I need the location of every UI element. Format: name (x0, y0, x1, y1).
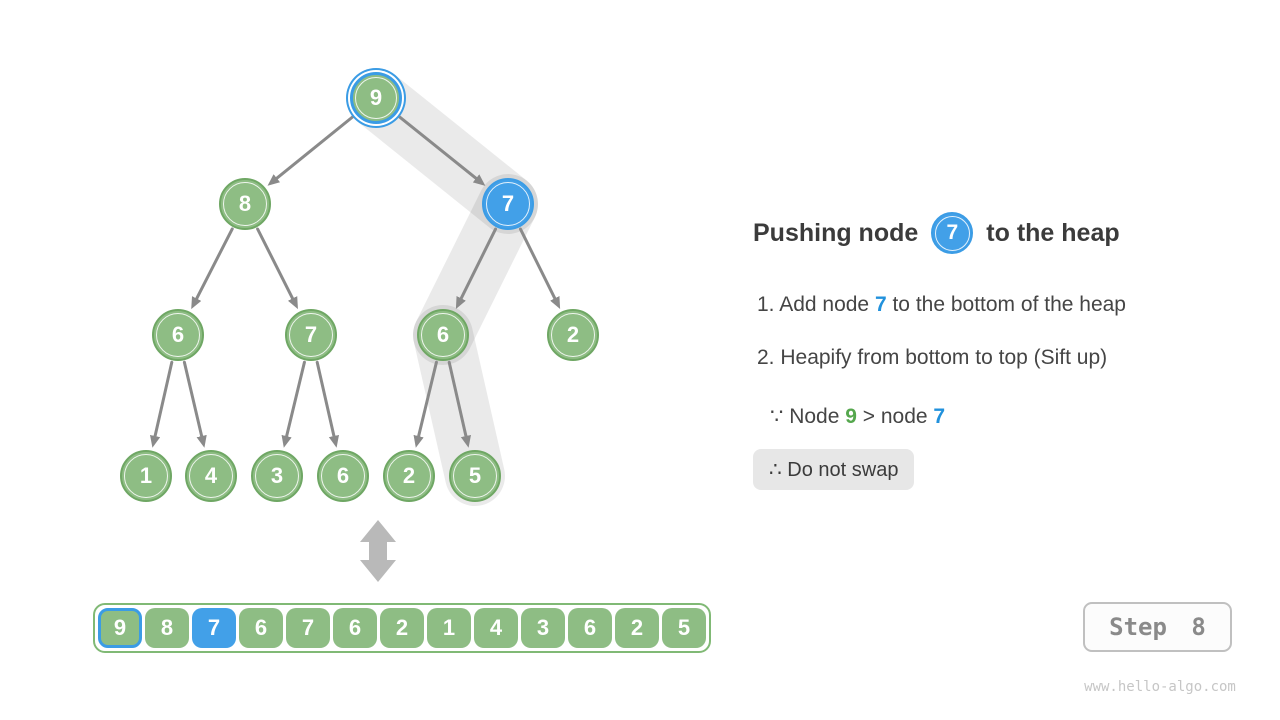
tree-edges (150, 114, 561, 448)
array-cell-8: 4 (474, 608, 518, 648)
array-cell-1: 8 (145, 608, 189, 648)
title-suffix: to the heap (986, 218, 1120, 247)
instruction-1: 1. Add node 7 to the bottom of the heap (757, 293, 1126, 316)
instruction-2: 2. Heapify from bottom to top (Sift up) (757, 346, 1108, 369)
title-prefix: Pushing node (753, 218, 919, 247)
up-down-arrow-icon (360, 520, 396, 582)
tree-node-9: 9 (350, 72, 402, 124)
tree-node-3: 3 (251, 450, 303, 502)
tree-node-5: 5 (449, 450, 501, 502)
figure-title: Pushing node 7 to the heap (753, 212, 1120, 254)
array-cell-7: 1 (427, 608, 471, 648)
tree-node-7: 7 (285, 309, 337, 361)
tree-node-8: 8 (219, 178, 271, 230)
array-cell-9: 3 (521, 608, 565, 648)
tree-node-2: 2 (547, 309, 599, 361)
array-cell-0: 9 (98, 608, 142, 648)
tree-node-4: 4 (185, 450, 237, 502)
tree-node-7: 7 (482, 178, 534, 230)
array-cell-3: 6 (239, 608, 283, 648)
node-9-ref: 9 (845, 405, 857, 428)
tree-node-2: 2 (383, 450, 435, 502)
node-7-ref: 7 (874, 293, 887, 316)
site-watermark: www.hello-algo.com (1084, 679, 1236, 695)
node-7-ref: 7 (933, 405, 946, 428)
array-cell-12: 5 (662, 608, 706, 648)
array-cell-11: 2 (615, 608, 659, 648)
step-counter-button[interactable]: Step 8 (1083, 602, 1232, 652)
tree-node-6: 6 (152, 309, 204, 361)
array-cell-6: 2 (380, 608, 424, 648)
sift-up-path-highlight (346, 68, 538, 506)
array-cell-10: 6 (568, 608, 612, 648)
tree-node-1: 1 (120, 450, 172, 502)
array-cell-2: 7 (192, 608, 236, 648)
because-line: ∵ Node 9 > node 7 (770, 405, 946, 428)
tree-node-6: 6 (317, 450, 369, 502)
array-cell-5: 6 (333, 608, 377, 648)
pushed-node-badge: 7 (931, 212, 974, 254)
array-cell-4: 7 (286, 608, 330, 648)
conclusion-badge: ∴ Do not swap (753, 449, 915, 490)
step-counter-label: Step 8 (1109, 613, 1206, 641)
tree-node-6: 6 (417, 309, 469, 361)
